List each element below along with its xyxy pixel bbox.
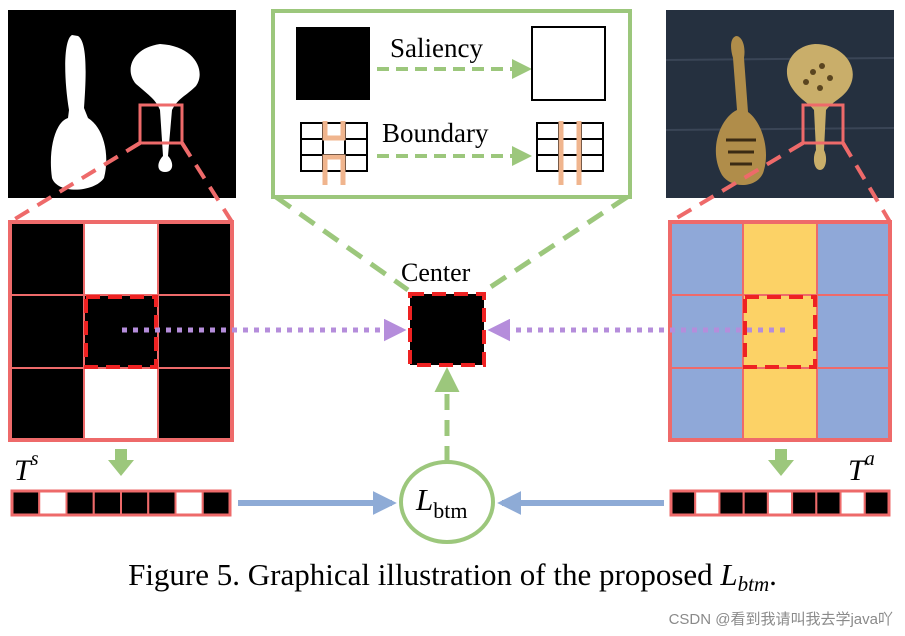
token-a-label: Ta bbox=[848, 448, 875, 488]
boundary-grid-before bbox=[300, 121, 368, 185]
caption-symbol-sub: btm bbox=[737, 572, 770, 596]
caption-suffix: . bbox=[769, 557, 777, 592]
token-cell bbox=[201, 490, 231, 516]
token-cell bbox=[38, 490, 68, 516]
token-cell bbox=[694, 490, 721, 516]
token-a-base: T bbox=[848, 454, 865, 487]
loss-ellipse bbox=[399, 460, 495, 544]
saliency-patch-grid bbox=[8, 220, 234, 442]
token-s-sup: s bbox=[30, 448, 39, 470]
figure-caption: Figure 5. Graphical illustration of the … bbox=[0, 557, 905, 596]
token-cell bbox=[670, 490, 697, 516]
down-arrow-left bbox=[108, 449, 134, 476]
caption-prefix: Figure 5. Graphical illustration of the … bbox=[128, 557, 721, 592]
center-patch-left bbox=[84, 295, 158, 369]
loss-base: L bbox=[416, 482, 434, 517]
token-cell bbox=[65, 490, 95, 516]
down-arrow-right bbox=[768, 449, 794, 476]
token-cell bbox=[791, 490, 818, 516]
token-a-sup: a bbox=[864, 448, 875, 470]
token-cell bbox=[147, 490, 177, 516]
spoons-photo bbox=[665, 10, 895, 198]
token-cell bbox=[92, 490, 122, 516]
legend-box bbox=[271, 9, 632, 199]
token-cell bbox=[11, 490, 41, 516]
center-patch-right bbox=[743, 295, 817, 369]
caption-symbol: L bbox=[720, 557, 738, 592]
token-cell bbox=[174, 490, 204, 516]
center-patch bbox=[408, 292, 486, 367]
token-cell bbox=[839, 490, 866, 516]
boundary-label: Boundary bbox=[382, 118, 489, 148]
token-cell bbox=[718, 490, 745, 516]
token-cell bbox=[863, 490, 890, 516]
token-strip-a bbox=[669, 489, 891, 517]
saliency-black-square bbox=[296, 27, 370, 100]
photo-patch-grid bbox=[668, 220, 892, 442]
center-label: Center bbox=[401, 258, 471, 287]
token-strip-outline bbox=[669, 489, 891, 517]
token-cell bbox=[742, 490, 769, 516]
token-cell bbox=[120, 490, 150, 516]
saliency-label: Saliency bbox=[390, 33, 483, 63]
token-s-base: T bbox=[14, 454, 31, 487]
watermark: CSDN @看到我请叫我去学java吖 bbox=[668, 611, 893, 628]
saliency-map-image bbox=[8, 10, 236, 198]
loss-sub: btm bbox=[433, 498, 468, 523]
token-strip-outline bbox=[10, 489, 232, 517]
token-strip-s bbox=[10, 489, 232, 517]
saliency-white-square bbox=[531, 26, 606, 101]
loss-label: Lbtm bbox=[416, 482, 467, 523]
boundary-grid-after bbox=[536, 121, 604, 185]
token-cell bbox=[766, 490, 794, 516]
token-s-label: Ts bbox=[14, 448, 38, 488]
zoom-connectors bbox=[8, 141, 892, 224]
token-cell bbox=[815, 490, 842, 516]
